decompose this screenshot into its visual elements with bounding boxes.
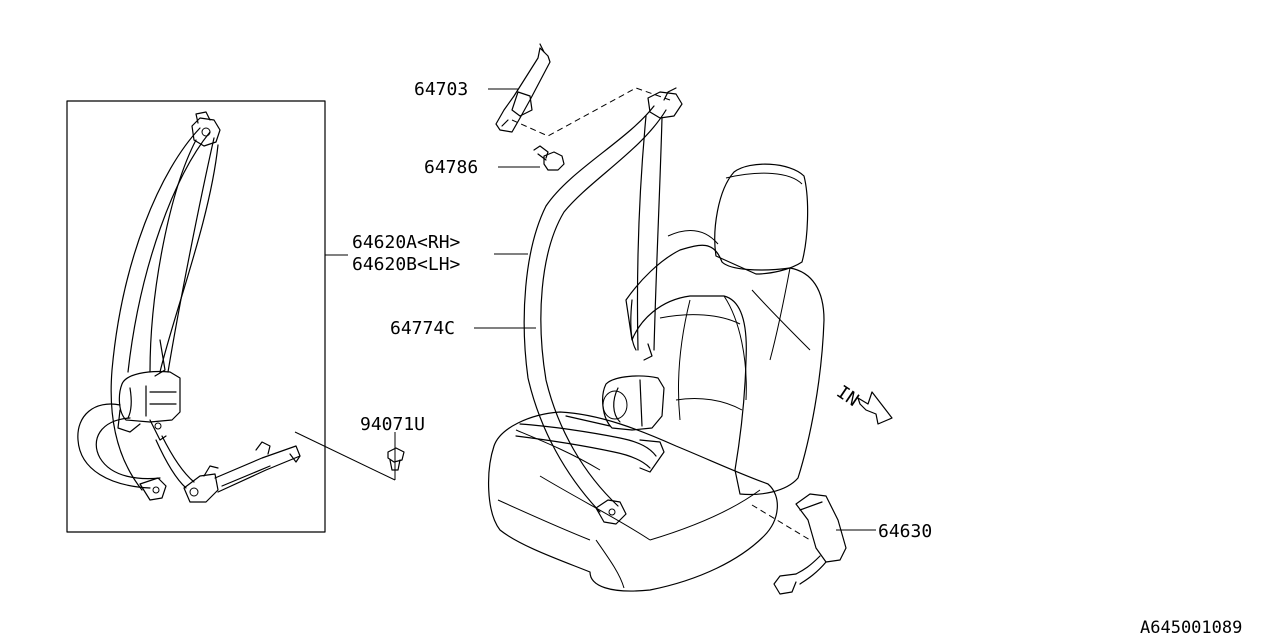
seat (488, 163, 825, 592)
diagram-reference-code: A645001089 (1140, 618, 1242, 638)
label-64703: 64703 (414, 79, 468, 100)
inset-upper-anchor (191, 111, 221, 147)
detail-inset (66, 100, 326, 533)
anchor-bolt-part (533, 145, 565, 171)
inset-retractor (117, 339, 181, 441)
seat-cushion (488, 411, 778, 592)
clip-part (387, 447, 405, 471)
inset-belt-webbing (77, 127, 219, 491)
leader-94071u-rail (294, 431, 396, 481)
label-94071u: 94071U (360, 414, 425, 435)
direction-arrow: IN (833, 381, 893, 425)
inset-rail (183, 441, 301, 503)
direction-label: IN (833, 381, 863, 411)
label-64620b: 64620B<LH> (352, 254, 461, 275)
retractor (602, 375, 665, 431)
arrow-icon (857, 391, 893, 425)
seat-back (625, 244, 825, 496)
detail-inset-frame (66, 100, 326, 533)
seat-belt-assembly (515, 87, 683, 525)
headrest (714, 163, 809, 275)
inset-lower-anchor (139, 435, 195, 501)
height-adjuster-part (495, 43, 551, 133)
label-64774c: 64774C (390, 318, 455, 339)
label-64620a: 64620A<RH> (352, 232, 461, 253)
assembly-lines (511, 87, 811, 541)
part-labels: 64703 64786 64620A<RH> 64620B<LH> 64774C… (352, 79, 1242, 638)
label-64630: 64630 (878, 521, 932, 542)
label-64786: 64786 (424, 157, 478, 178)
buckle-part (773, 493, 847, 595)
leader-lines (294, 88, 876, 531)
